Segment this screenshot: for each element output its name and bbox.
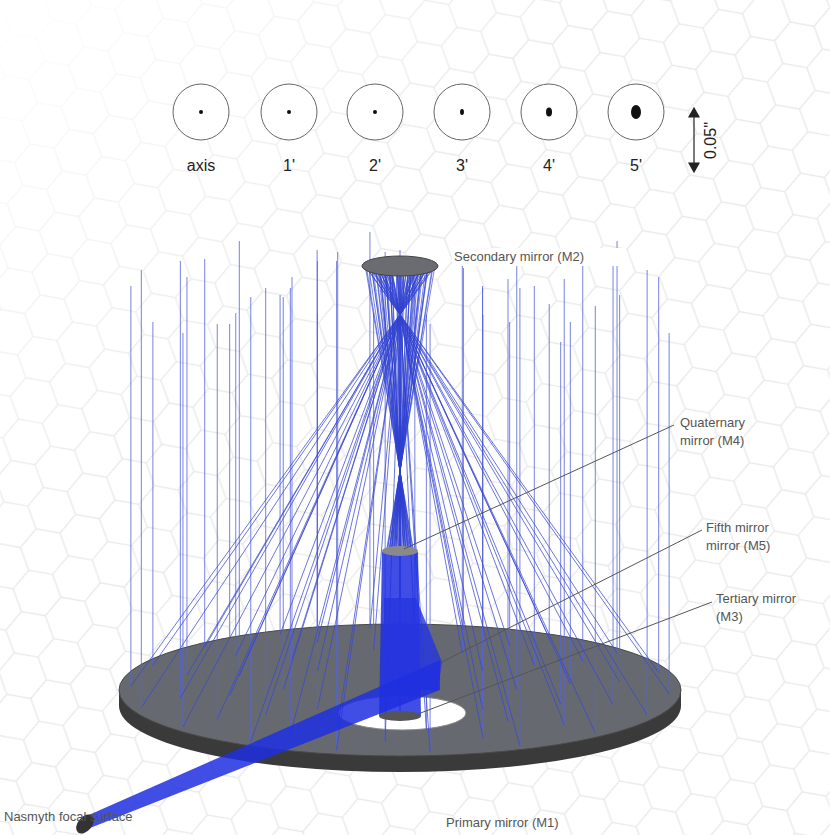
spot-diagram <box>434 84 490 140</box>
incoming-ray <box>229 324 230 696</box>
field-angle-label: axis <box>181 155 221 177</box>
tertiary-mirror <box>379 711 421 721</box>
secondary-mirror <box>362 256 438 276</box>
converging-ray <box>365 266 413 552</box>
field-angle-label: 5' <box>626 155 646 177</box>
part-label: Nasmyth focal surface <box>4 808 204 826</box>
incoming-ray <box>283 297 284 690</box>
spot-diagram <box>521 84 577 140</box>
reflected-ray <box>365 266 669 694</box>
spot-diagram <box>261 84 317 140</box>
converging-ray <box>390 271 425 549</box>
incoming-ray <box>613 252 614 705</box>
scale-label: 0.05'' <box>700 121 722 158</box>
spot-diagram <box>347 84 403 140</box>
mirror-parts <box>73 256 442 835</box>
reflected-ray <box>379 262 565 725</box>
converging-ray <box>372 271 411 550</box>
incoming-ray <box>560 342 561 704</box>
incoming-ray <box>235 313 236 655</box>
converging-ray <box>381 272 408 548</box>
reflected-ray <box>385 266 517 690</box>
field-angle-label: 3' <box>452 155 472 177</box>
converging-ray <box>389 261 428 552</box>
leader-lines <box>404 425 712 714</box>
part-label: Tertiary mirror (M3) <box>716 590 806 625</box>
incoming-ray <box>658 277 659 672</box>
converging-ray <box>368 263 412 552</box>
incoming-ray <box>482 315 483 738</box>
field-angle-label: 1' <box>279 155 299 177</box>
incoming-ray <box>595 306 596 733</box>
incoming-ray <box>508 279 509 721</box>
converging-ray <box>392 274 403 549</box>
incoming-ray <box>204 259 205 647</box>
field-angle-label: 4' <box>539 155 559 177</box>
incoming-ray <box>130 286 131 686</box>
reflected-ray <box>375 261 596 733</box>
light-rays <box>131 232 669 752</box>
incoming-ray <box>669 333 670 694</box>
incoming-ray <box>570 322 571 684</box>
incoming-ray <box>509 322 510 645</box>
quaternary-mirror <box>382 546 418 556</box>
nasmyth-beam <box>82 660 440 828</box>
incoming-ray <box>180 261 181 698</box>
incoming-ray <box>534 286 535 665</box>
spot-diagram <box>608 84 664 140</box>
part-label: Quaternary mirror (M4) <box>680 414 775 449</box>
part-label: Fifth mirror mirror (M5) <box>706 519 801 554</box>
part-label: Secondary mirror (M2) <box>452 248 626 266</box>
incoming-ray <box>265 288 266 715</box>
incoming-ray <box>141 270 142 708</box>
field-angle-label: 2' <box>365 155 385 177</box>
part-label: Primary mirror (M1) <box>446 814 616 832</box>
incoming-ray <box>337 252 338 727</box>
spot-diagrams <box>173 84 664 140</box>
spot-diagram <box>173 84 229 140</box>
incoming-ray <box>182 333 183 727</box>
reflected-ray <box>372 264 613 705</box>
converging-ray <box>375 261 410 553</box>
incoming-ray <box>239 241 240 676</box>
incoming-ray <box>217 324 218 719</box>
incoming-ray <box>152 322 153 665</box>
incoming-ray <box>617 241 618 653</box>
incoming-ray <box>519 288 520 746</box>
scale-arrow <box>689 108 699 172</box>
incoming-ray <box>647 270 648 715</box>
